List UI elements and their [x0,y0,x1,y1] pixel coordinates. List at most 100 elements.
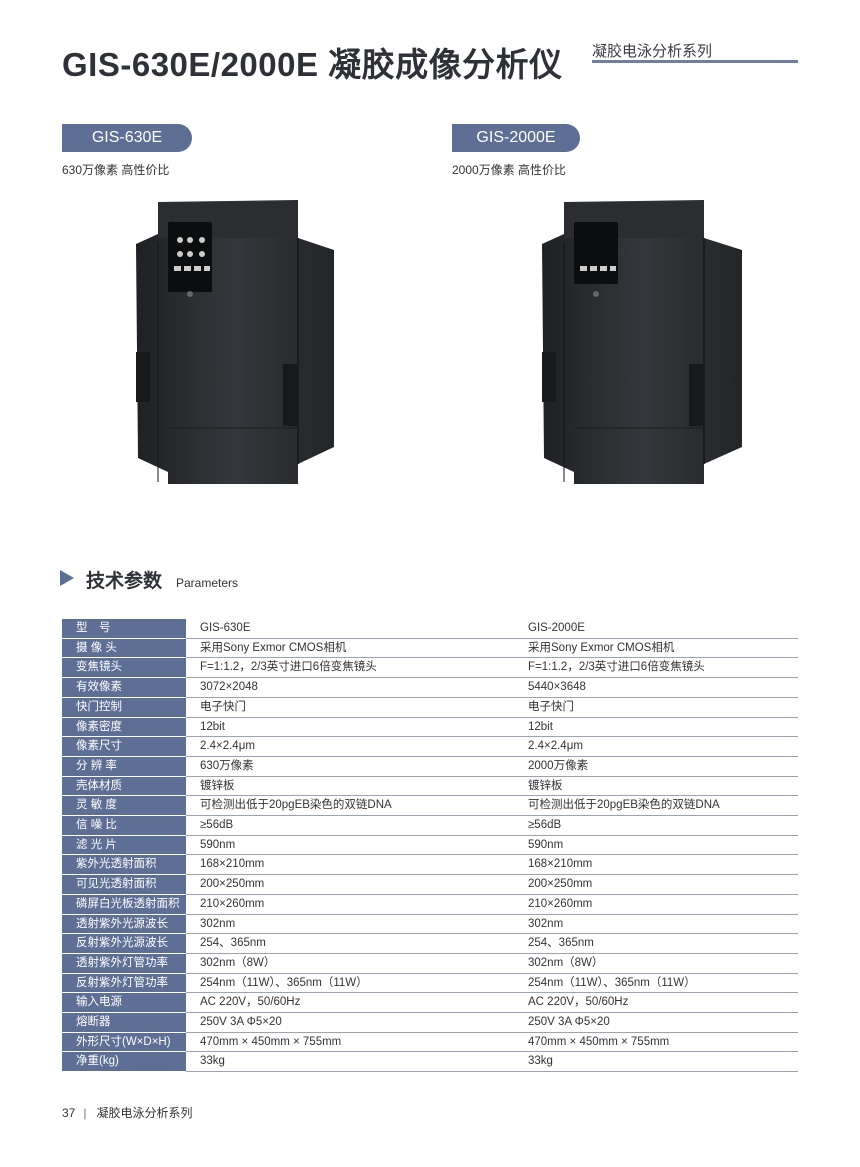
spec-value-630e: 254、365nm [186,933,514,954]
spec-value-630e: F=1:1.2，2/3英寸进口6倍变焦镜头 [186,657,514,679]
spec-value-2000e: 210×260mm [514,894,798,915]
spec-value-630e: 210×260mm [186,894,514,915]
spec-value-630e: 33kg [186,1051,514,1073]
spec-value-2000e: ≥56dB [514,815,798,836]
device-image-2000e [542,200,742,484]
spec-label: 透射紫外灯管功率 [62,953,186,974]
spec-label: 输入电源 [62,992,186,1014]
spec-label: 反射紫外灯管功率 [62,973,186,994]
spec-value-630e: 168×210mm [186,854,514,876]
model-subtitle-630e: 630万像素 高性价比 [62,163,170,177]
spec-value-630e: GIS-630E [186,619,514,639]
spec-label: 净重(kg) [62,1051,186,1073]
spec-label: 信 噪 比 [62,815,186,836]
spec-value-630e: 镀锌板 [186,776,514,797]
spec-value-2000e: 采用Sony Exmor CMOS相机 [514,638,798,659]
spec-label: 滤 光 片 [62,835,186,856]
spec-value-630e: 630万像素 [186,756,514,777]
series-label: 凝胶电泳分析系列 [592,43,713,60]
params-title-en: Parameters [176,576,239,590]
footer-separator: | [83,1106,87,1120]
spec-value-2000e: 254、365nm [514,933,798,954]
page-title: GIS-630E/2000E 凝胶成像分析仪 [62,46,563,83]
spec-value-2000e: F=1:1.2，2/3英寸进口6倍变焦镜头 [514,657,798,679]
spec-value-630e: 2.4×2.4μm [186,736,514,757]
spec-value-630e: 3072×2048 [186,677,514,698]
spec-value-2000e: 168×210mm [514,854,798,876]
spec-label: 壳体材质 [62,776,186,797]
spec-value-2000e: 33kg [514,1051,798,1073]
model-tab-630e: GIS-630E [62,124,192,152]
page-number: 37 [62,1106,76,1120]
spec-value-2000e: 302nm（8W） [514,953,798,974]
table-row: 信 噪 比≥56dB≥56dB [62,815,798,836]
page-footer: 37 | 凝胶电泳分析系列 [62,1104,193,1121]
spec-value-2000e: GIS-2000E [514,619,798,639]
spec-value-2000e: 470mm × 450mm × 755mm [514,1032,798,1053]
spec-value-630e: 302nm [186,914,514,935]
play-arrow-icon [60,570,74,586]
spec-value-630e: 200×250mm [186,874,514,895]
spec-label: 像素密度 [62,717,186,738]
spec-value-630e: 电子快门 [186,697,514,718]
spec-value-630e: 250V 3A Φ5×20 [186,1012,514,1033]
spec-value-630e: 470mm × 450mm × 755mm [186,1032,514,1053]
spec-value-2000e: 302nm [514,914,798,935]
spec-label: 外形尺寸(W×D×H) [62,1032,186,1053]
params-title-cn: 技术参数 [86,571,163,592]
spec-value-2000e: 电子快门 [514,697,798,718]
spec-label: 透射紫外光源波长 [62,914,186,935]
spec-label: 可见光透射面积 [62,874,186,895]
spec-value-2000e: 12bit [514,717,798,738]
spec-label: 灵 敏 度 [62,795,186,817]
spec-value-2000e: 590nm [514,835,798,856]
spec-label: 像素尺寸 [62,736,186,757]
table-row: 摄 像 头采用Sony Exmor CMOS相机采用Sony Exmor CMO… [62,638,798,659]
table-row: 壳体材质镀锌板镀锌板 [62,776,798,797]
spec-value-2000e: 可检测出低于20pgEB染色的双链DNA [514,795,798,817]
spec-value-630e: ≥56dB [186,815,514,836]
spec-value-2000e: 5440×3648 [514,677,798,698]
spec-label: 快门控制 [62,697,186,718]
spec-label: 变焦镜头 [62,657,186,679]
spec-label: 磷屏白光板透射面积 [62,894,186,915]
spec-value-630e: 可检测出低于20pgEB染色的双链DNA [186,795,514,817]
spec-label: 有效像素 [62,677,186,698]
series-underline [592,60,798,63]
spec-label: 型 号 [62,619,186,639]
spec-label: 紫外光透射面积 [62,854,186,876]
spec-value-630e: AC 220V，50/60Hz [186,992,514,1014]
spec-value-2000e: 2.4×2.4μm [514,736,798,757]
spec-value-2000e: AC 220V，50/60Hz [514,992,798,1014]
spec-value-630e: 590nm [186,835,514,856]
spec-value-2000e: 镀锌板 [514,776,798,797]
spec-label: 反射紫外光源波长 [62,933,186,954]
spec-value-630e: 采用Sony Exmor CMOS相机 [186,638,514,659]
spec-value-630e: 254nm（11W）、365nm（11W） [186,973,514,994]
device-image-630e [136,200,334,484]
spec-value-630e: 12bit [186,717,514,738]
table-row: 快门控制电子快门电子快门 [62,697,798,718]
footer-series: 凝胶电泳分析系列 [96,1106,193,1120]
spec-value-2000e: 254nm（11W）、365nm（11W） [514,973,798,994]
model-tab-2000e: GIS-2000E [452,124,580,152]
spec-label: 分 辨 率 [62,756,186,777]
spec-label: 摄 像 头 [62,638,186,659]
model-subtitle-2000e: 2000万像素 高性价比 [452,163,567,177]
